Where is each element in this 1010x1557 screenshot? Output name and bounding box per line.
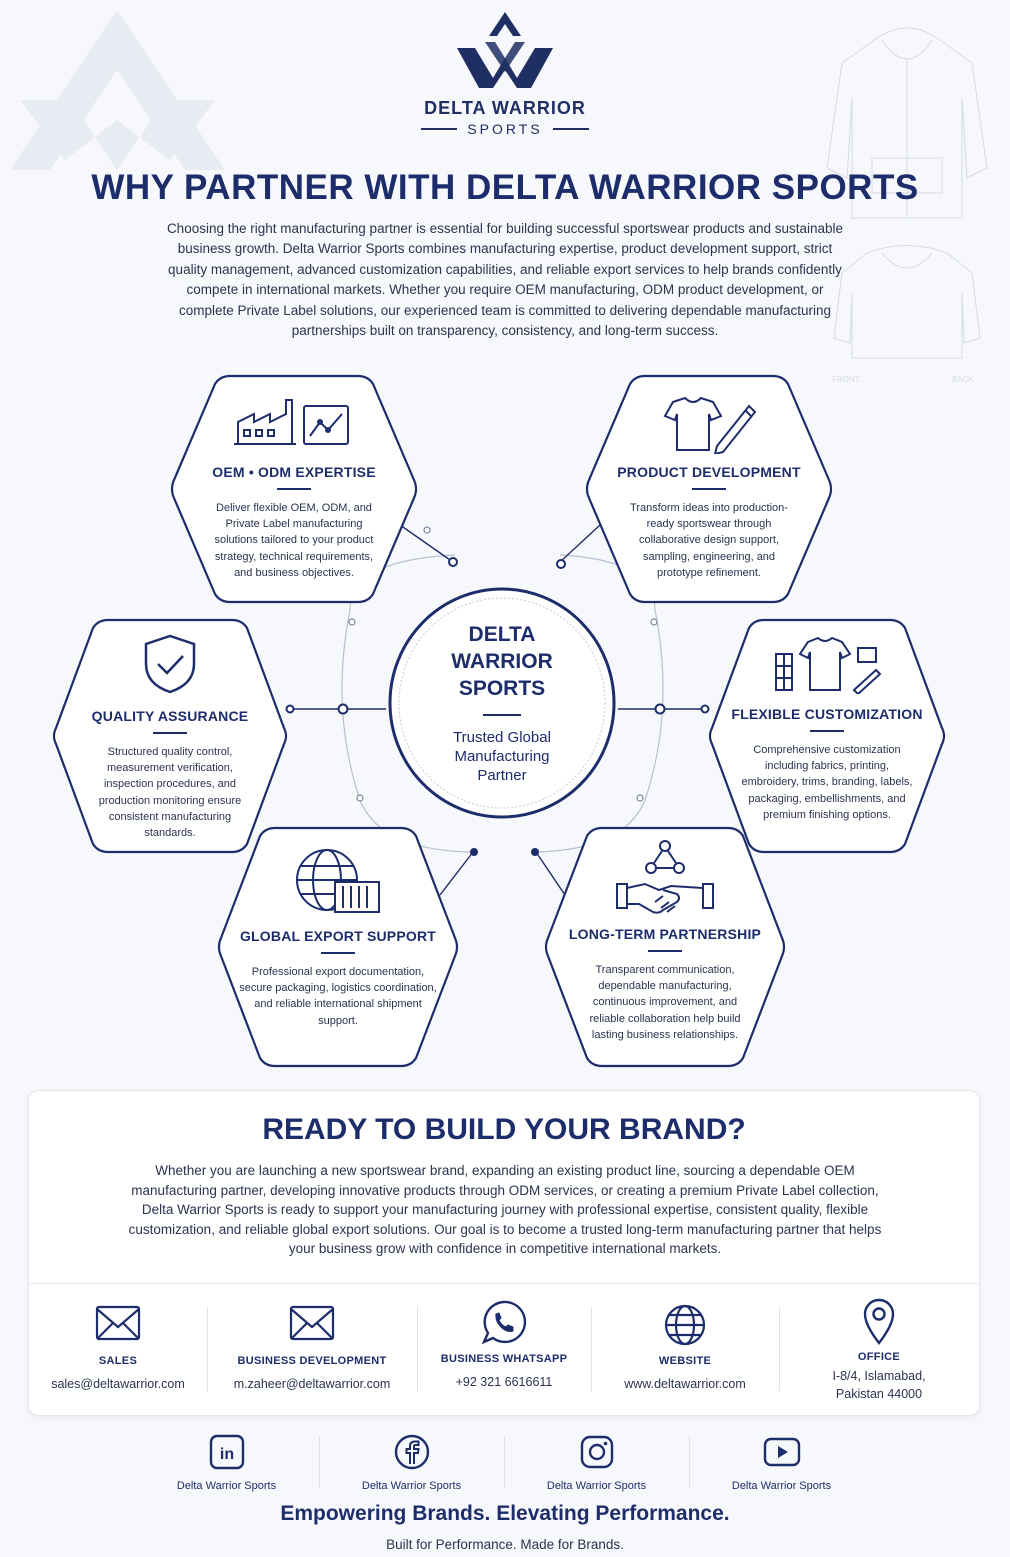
- contact-label: WEBSITE: [658, 1355, 712, 1367]
- feature-long-term-partnership: LONG-TERM PARTNERSHIP Transparent commun…: [542, 824, 788, 1070]
- social-label: Delta Warrior Sports: [176, 1480, 277, 1492]
- feature-title: FLEXIBLE CUSTOMIZATION: [731, 706, 923, 722]
- feature-desc: Comprehensive customization including fa…: [741, 744, 913, 821]
- mail-icon: [289, 1305, 335, 1341]
- brand-sub-text: SPORTS: [467, 121, 543, 137]
- contact-value[interactable]: +92 321 6616611: [455, 1375, 553, 1389]
- feature-global-export-support: GLOBAL EXPORT SUPPORT Professional expor…: [215, 824, 461, 1070]
- factory-icon: [234, 399, 349, 445]
- youtube-icon: [763, 1437, 800, 1467]
- handshake-icon: [616, 840, 714, 914]
- social-label: Delta Warrior Sports: [731, 1480, 832, 1492]
- feature-divider: [810, 730, 844, 732]
- contact-whatsapp[interactable]: BUSINESS WHATSAPP +92 321 6616611: [417, 1291, 591, 1411]
- social-youtube[interactable]: Delta Warrior Sports: [689, 1428, 874, 1498]
- hoodie-sketch-icon: FRONT BACK: [826, 27, 988, 384]
- feature-oem-odm: OEM • ODM EXPERTISE Deliver flexible OEM…: [168, 372, 420, 606]
- center-title-line1: DELTA: [468, 623, 536, 646]
- center-subtitle: Trusted Global Manufacturing Partner: [386, 728, 618, 785]
- feature-divider: [648, 950, 682, 952]
- ready-text: Whether you are launching a new sportswe…: [128, 1163, 882, 1257]
- social-links: in Delta Warrior Sports Delta Warrior Sp…: [134, 1428, 874, 1498]
- feature-title: PRODUCT DEVELOPMENT: [617, 464, 801, 480]
- center-title: DELTA WARRIOR SPORTS: [386, 621, 618, 702]
- brand-name: DELTA WARRIOR: [424, 98, 586, 118]
- social-label: Delta Warrior Sports: [361, 1480, 462, 1492]
- contact-label: OFFICE: [857, 1351, 901, 1363]
- feature-flexible-customization: FLEXIBLE CUSTOMIZATION Comprehensive cus…: [706, 616, 948, 856]
- delta-warrior-logo-icon: [457, 12, 553, 88]
- contact-label: BUSINESS DEVELOPMENT: [237, 1355, 387, 1367]
- whatsapp-icon: [481, 1300, 527, 1345]
- feature-desc: Structured quality control, measurement …: [98, 746, 242, 840]
- sub-tagline: Built for Performance. Made for Brands.: [386, 1537, 624, 1552]
- page-title: WHY PARTNER WITH DELTA WARRIOR SPORTS: [91, 168, 919, 207]
- center-title-line2: WARRIOR: [451, 650, 553, 673]
- globe-icon: [664, 1304, 706, 1346]
- contact-label: BUSINESS WHATSAPP: [440, 1353, 568, 1365]
- contact-list: SALES sales@deltawarrior.com BUSINESS DE…: [29, 1291, 979, 1411]
- feature-product-development: PRODUCT DEVELOPMENT Transform ideas into…: [583, 372, 835, 606]
- social-facebook[interactable]: Delta Warrior Sports: [319, 1428, 504, 1498]
- social-label: Delta Warrior Sports: [546, 1480, 647, 1492]
- center-sub-line2: Manufacturing: [454, 748, 550, 765]
- linkedin-icon: in: [209, 1434, 244, 1470]
- contact-value: I-8/4, Islamabad, Pakistan 44000: [779, 1367, 979, 1403]
- ready-section: READY TO BUILD YOUR BRAND? Whether you a…: [28, 1090, 980, 1416]
- sketch-back-label: BACK: [952, 375, 974, 384]
- office-address-line1: I-8/4, Islamabad,: [832, 1369, 926, 1383]
- feature-divider: [692, 488, 726, 490]
- intro-text: Choosing the right manufacturing partner…: [166, 221, 844, 339]
- social-instagram[interactable]: Delta Warrior Sports: [504, 1428, 689, 1498]
- feature-title: LONG-TERM PARTNERSHIP: [568, 926, 762, 942]
- contact-value[interactable]: m.zaheer@deltawarrior.com: [233, 1377, 391, 1391]
- shield-check-icon: [144, 634, 196, 694]
- contact-label: SALES: [98, 1355, 138, 1367]
- contact-website[interactable]: WEBSITE www.deltawarrior.com: [591, 1291, 779, 1411]
- social-linkedin[interactable]: in Delta Warrior Sports: [134, 1428, 319, 1498]
- connector-lines: [285, 524, 710, 896]
- center-sub-line3: Partner: [477, 767, 527, 784]
- feature-divider: [321, 952, 355, 954]
- feature-title: OEM • ODM EXPERTISE: [212, 464, 376, 480]
- contact-sales[interactable]: SALES sales@deltawarrior.com: [29, 1291, 207, 1411]
- feature-desc: Professional export documentation, secur…: [239, 966, 437, 1027]
- sketch-front-label: FRONT: [832, 375, 860, 384]
- office-address-line2: Pakistan 44000: [835, 1387, 923, 1401]
- tshirt-pencil-icon: [663, 396, 757, 454]
- center-circle: DELTA WARRIOR SPORTS Trusted Global Manu…: [386, 585, 618, 821]
- facebook-icon: [394, 1434, 429, 1470]
- center-title-line3: SPORTS: [458, 677, 546, 700]
- center-divider: [483, 714, 521, 716]
- instagram-icon: [580, 1435, 613, 1469]
- globe-container-icon: [296, 849, 380, 913]
- contact-value[interactable]: sales@deltawarrior.com: [51, 1377, 185, 1391]
- feature-divider: [277, 488, 311, 490]
- mail-icon: [95, 1305, 141, 1341]
- feature-quality-assurance: QUALITY ASSURANCE Structured quality con…: [50, 616, 290, 856]
- brand-sub-line-left: [421, 128, 458, 130]
- feature-title: QUALITY ASSURANCE: [91, 708, 249, 724]
- ready-divider: [29, 1283, 979, 1284]
- feature-divider: [153, 732, 187, 734]
- customization-icon: [775, 636, 882, 694]
- feature-desc: Transform ideas into production-ready sp…: [630, 502, 788, 579]
- center-sub-line1: Trusted Global: [453, 729, 551, 746]
- contact-business-development[interactable]: BUSINESS DEVELOPMENT m.zaheer@deltawarri…: [207, 1291, 417, 1411]
- feature-title: GLOBAL EXPORT SUPPORT: [239, 928, 437, 944]
- watermark-logo-icon: [10, 10, 225, 170]
- brand-logo: DELTA WARRIOR SPORTS: [0, 12, 1010, 137]
- feature-desc: Transparent communication, dependable ma…: [589, 964, 741, 1041]
- contact-office[interactable]: OFFICE I-8/4, Islamabad, Pakistan 44000: [779, 1291, 979, 1411]
- tagline: Empowering Brands. Elevating Performance…: [280, 1502, 730, 1525]
- location-pin-icon: [863, 1298, 895, 1345]
- ready-title: READY TO BUILD YOUR BRAND?: [262, 1113, 746, 1146]
- feature-desc: Deliver flexible OEM, ODM, and Private L…: [214, 502, 374, 579]
- brand-sub: SPORTS: [0, 121, 1010, 137]
- svg-text:in: in: [219, 1446, 233, 1463]
- contact-value[interactable]: www.deltawarrior.com: [624, 1377, 746, 1391]
- brand-sub-line-right: [552, 128, 589, 130]
